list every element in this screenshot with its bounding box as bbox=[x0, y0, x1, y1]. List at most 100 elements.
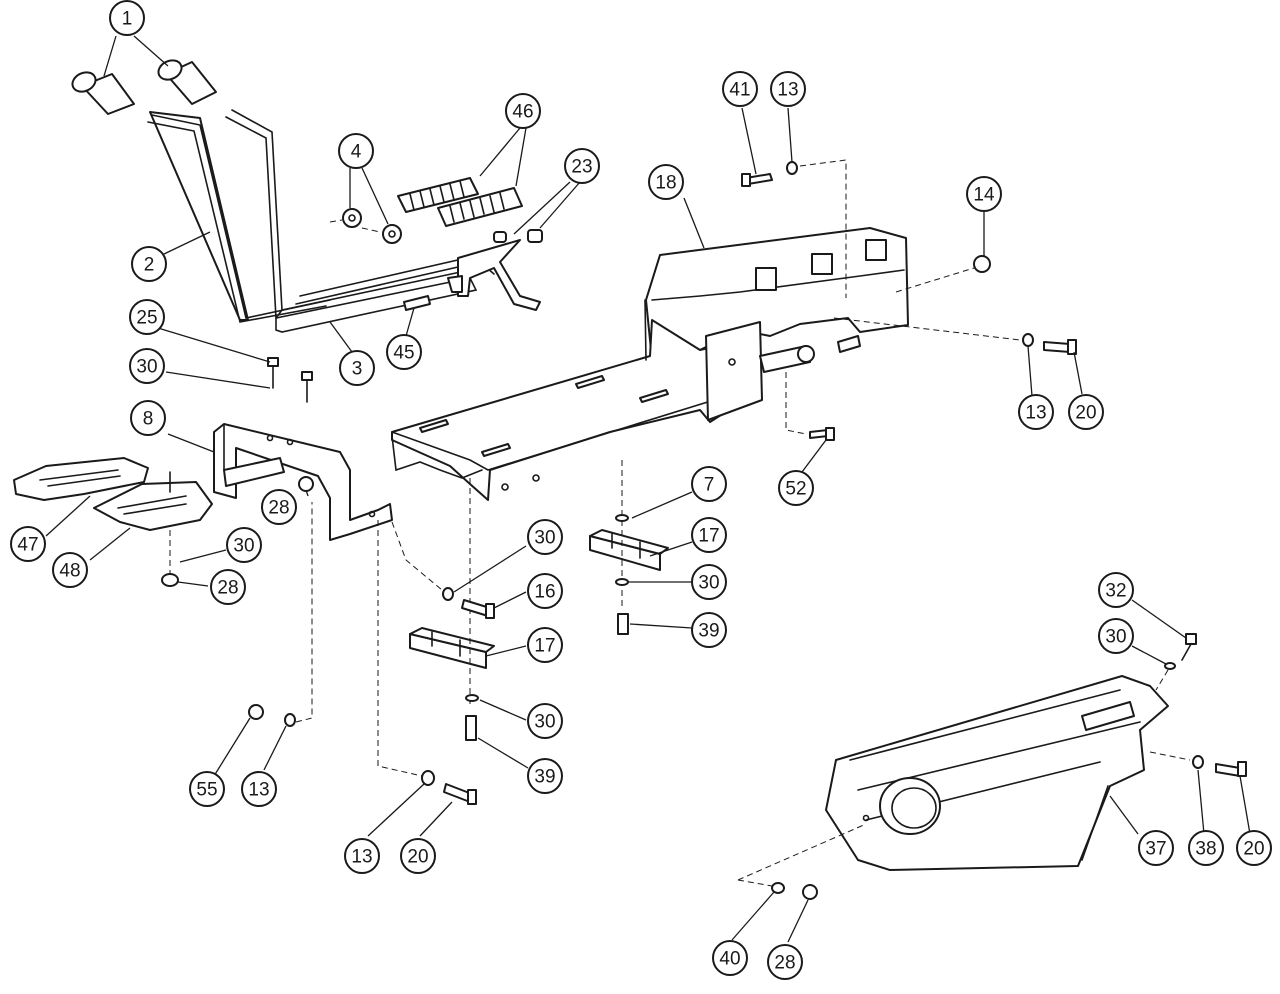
callout-13: 13 bbox=[770, 71, 806, 107]
svg-text:39: 39 bbox=[698, 621, 719, 642]
callout-16: 16 bbox=[527, 573, 563, 609]
fasteners-7-30-39-right bbox=[615, 460, 629, 635]
bolt-52 bbox=[785, 372, 835, 441]
bolt-41-washer-13 bbox=[741, 159, 847, 298]
callout-4: 4 bbox=[338, 133, 374, 169]
callout-28: 28 bbox=[767, 944, 803, 980]
svg-text:14: 14 bbox=[973, 185, 995, 206]
callout-23: 23 bbox=[564, 148, 600, 184]
svg-text:30: 30 bbox=[1105, 627, 1126, 648]
svg-text:7: 7 bbox=[704, 475, 715, 496]
svg-text:20: 20 bbox=[1075, 403, 1096, 424]
callout-39: 39 bbox=[527, 758, 563, 794]
callout-48: 48 bbox=[52, 552, 88, 588]
callout-28: 28 bbox=[261, 489, 297, 525]
svg-text:46: 46 bbox=[512, 102, 533, 123]
footplate-48 bbox=[93, 471, 213, 531]
svg-text:17: 17 bbox=[698, 526, 719, 547]
callout-20: 20 bbox=[1068, 394, 1104, 430]
svg-text:13: 13 bbox=[777, 80, 798, 101]
svg-text:20: 20 bbox=[407, 847, 428, 868]
bolt-32-washer-30 bbox=[1155, 633, 1197, 691]
svg-text:30: 30 bbox=[698, 573, 719, 594]
belt-cover-37 bbox=[825, 675, 1169, 871]
pin-45 bbox=[403, 295, 431, 311]
callout-13: 13 bbox=[241, 771, 277, 807]
svg-text:30: 30 bbox=[534, 712, 555, 733]
svg-text:30: 30 bbox=[136, 357, 157, 378]
callout-30: 30 bbox=[691, 564, 727, 600]
svg-text:13: 13 bbox=[248, 780, 269, 801]
svg-text:28: 28 bbox=[217, 578, 238, 599]
callout-20: 20 bbox=[400, 838, 436, 874]
callout-25: 25 bbox=[129, 299, 165, 335]
callout-37: 37 bbox=[1138, 830, 1174, 866]
nut-28-lower bbox=[161, 530, 179, 587]
callout-45: 45 bbox=[386, 334, 422, 370]
svg-text:47: 47 bbox=[17, 535, 38, 556]
nut-28-washer-40 bbox=[737, 823, 867, 900]
spring-46-upper bbox=[397, 177, 479, 213]
callout-3: 3 bbox=[339, 350, 375, 386]
svg-text:13: 13 bbox=[351, 847, 372, 868]
svg-text:1: 1 bbox=[122, 9, 133, 30]
callout-2: 2 bbox=[131, 246, 167, 282]
callout-7: 7 bbox=[691, 466, 727, 502]
svg-text:3: 3 bbox=[352, 359, 363, 380]
svg-text:37: 37 bbox=[1145, 839, 1166, 860]
svg-text:13: 13 bbox=[1025, 403, 1046, 424]
callout-30: 30 bbox=[527, 519, 563, 555]
svg-text:40: 40 bbox=[719, 949, 740, 970]
knob-1-left bbox=[71, 71, 135, 115]
bolt-16-washer-30 bbox=[391, 521, 495, 619]
lever-bracket bbox=[447, 239, 541, 311]
callouts: 1 2 3 4 46 23 45 25 30 8 28 47 48 30 28 … bbox=[10, 0, 1272, 980]
callout-1: 1 bbox=[109, 0, 145, 36]
leader-lines bbox=[45, 35, 1251, 943]
fasteners-30-39-left bbox=[465, 478, 479, 741]
svg-text:30: 30 bbox=[534, 528, 555, 549]
svg-text:8: 8 bbox=[143, 409, 154, 430]
svg-text:32: 32 bbox=[1105, 581, 1126, 602]
svg-text:4: 4 bbox=[351, 142, 362, 163]
svg-text:18: 18 bbox=[655, 173, 676, 194]
callout-39: 39 bbox=[691, 612, 727, 648]
callout-32: 32 bbox=[1098, 572, 1134, 608]
svg-text:25: 25 bbox=[136, 308, 157, 329]
callout-30: 30 bbox=[1098, 618, 1134, 654]
nut-28-upper bbox=[298, 476, 314, 492]
svg-text:52: 52 bbox=[785, 479, 806, 500]
nut-14 bbox=[895, 255, 991, 293]
callout-20: 20 bbox=[1236, 830, 1272, 866]
callout-55: 55 bbox=[189, 771, 225, 807]
svg-text:17: 17 bbox=[534, 636, 555, 657]
callout-47: 47 bbox=[10, 526, 46, 562]
callout-13: 13 bbox=[1018, 394, 1054, 430]
callout-30: 30 bbox=[129, 348, 165, 384]
callout-17: 17 bbox=[691, 517, 727, 553]
svg-text:2: 2 bbox=[144, 255, 155, 276]
svg-text:38: 38 bbox=[1195, 839, 1216, 860]
callout-17: 17 bbox=[527, 627, 563, 663]
pin-23 bbox=[493, 229, 543, 243]
bolt-20-washer-38 bbox=[1149, 751, 1247, 777]
callout-40: 40 bbox=[712, 940, 748, 976]
main-frame-18 bbox=[391, 227, 909, 501]
svg-text:16: 16 bbox=[534, 582, 555, 603]
callout-30: 30 bbox=[527, 703, 563, 739]
bolt-20-washer-13-lower bbox=[377, 520, 477, 805]
svg-text:39: 39 bbox=[534, 767, 555, 788]
svg-text:28: 28 bbox=[268, 498, 289, 519]
callout-46: 46 bbox=[505, 93, 541, 129]
callout-30: 30 bbox=[226, 527, 262, 563]
callout-41: 41 bbox=[722, 71, 758, 107]
callout-14: 14 bbox=[966, 176, 1002, 212]
bolt-20-washer-13-right bbox=[833, 317, 1077, 355]
nut-55-washer-13 bbox=[248, 502, 313, 727]
callout-8: 8 bbox=[130, 400, 166, 436]
lever-2 bbox=[147, 111, 331, 323]
clamp-17-left bbox=[409, 627, 495, 669]
callout-38: 38 bbox=[1188, 830, 1224, 866]
